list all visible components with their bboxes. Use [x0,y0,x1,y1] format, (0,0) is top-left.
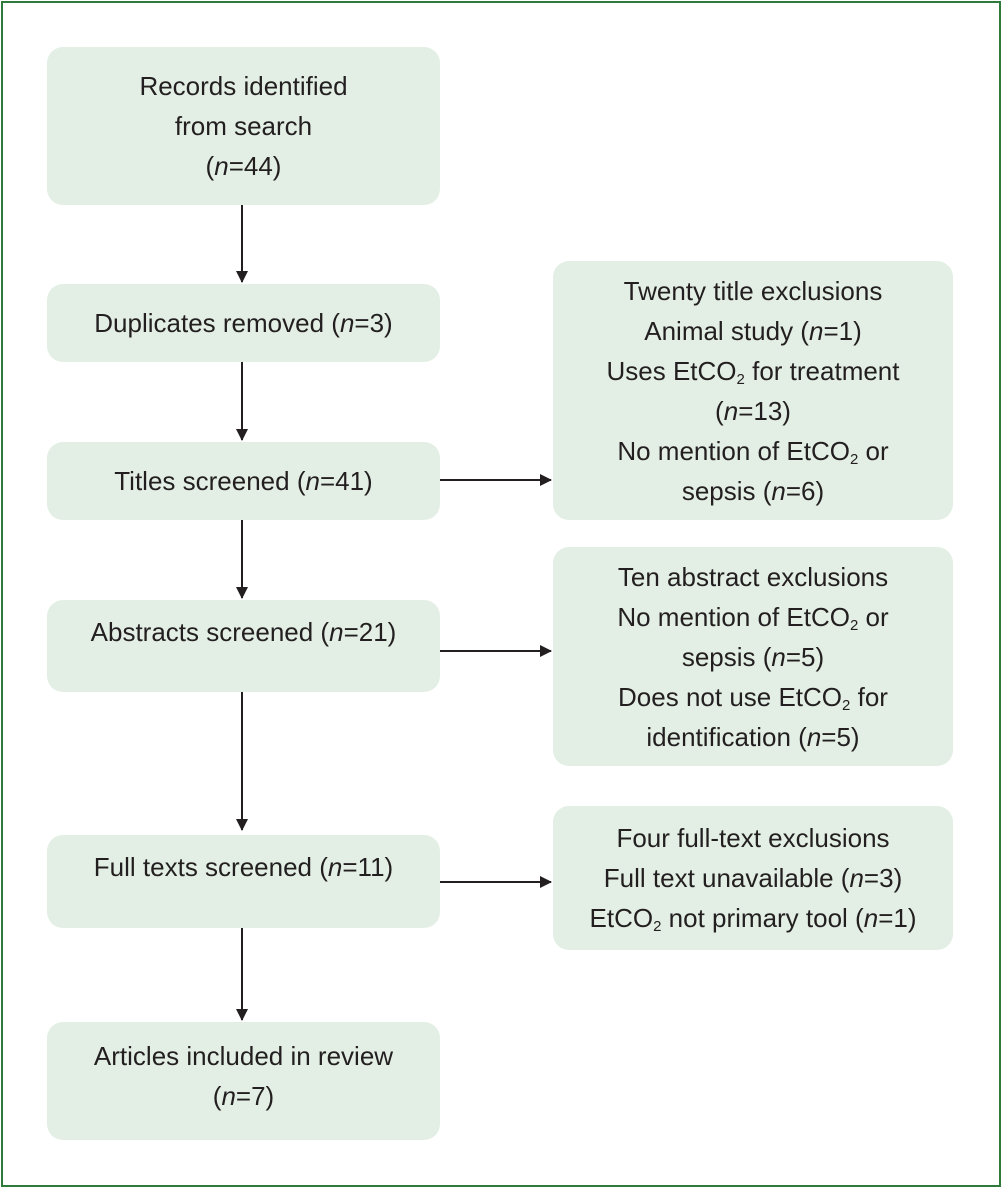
abstract-exclusion-identification: identification (n=5) [646,721,860,752]
duplicates-text: Duplicates removed (n=3) [94,308,393,338]
duplicates-removed-box: Duplicates removed (n=3) [47,284,440,362]
records-line1: Records identified [139,71,348,101]
records-line2: from search [174,111,313,141]
title-exclusion-treatment: Uses EtCO2 for treatment [606,355,900,388]
records-count: (n=44) [205,151,282,181]
fulltexts-text: Full texts screened (n=11) [93,852,394,882]
abstract-exclusion-nomention: No mention of EtCO2 or [617,601,889,634]
abstract-exclusions-heading: Ten abstract exclusions [617,561,889,592]
title-exclusions-box: Twenty title exclusions Animal study (n=… [553,261,953,520]
abstracts-screened-box: Abstracts screened (n=21) [47,600,440,692]
fulltext-exclusion-unavailable: Full text unavailable (n=3) [603,863,903,893]
records-identified-box: Records identified from search (n=44) [47,47,440,205]
articles-included-box: Articles included in review (n=7) [47,1022,440,1140]
fulltext-exclusion-primary: EtCO2 not primary tool (n=1) [589,903,917,935]
title-exclusion-animal: Animal study (n=1) [644,315,862,346]
title-exclusion-treatment-count: (n=13) [715,395,791,426]
included-count: (n=7) [212,1081,275,1111]
title-exclusions-heading: Twenty title exclusions [623,275,883,306]
titles-screened-box: Titles screened (n=41) [47,442,440,520]
included-line1: Articles included in review [93,1041,394,1071]
titles-text: Titles screened (n=41) [114,466,373,496]
abstracts-text: Abstracts screened (n=21) [90,617,397,647]
fulltext-exclusions-box: Four full-text exclusions Full text unav… [553,806,953,950]
title-exclusion-nomention: No mention of EtCO2 or [617,435,889,468]
fulltexts-screened-box: Full texts screened (n=11) [47,835,440,928]
abstract-exclusions-box: Ten abstract exclusions No mention of Et… [553,547,953,766]
abstract-exclusion-sepsis: sepsis (n=5) [681,641,825,672]
abstract-exclusion-notuse: Does not use EtCO2 for [618,681,888,714]
fulltext-exclusions-heading: Four full-text exclusions [616,823,890,853]
title-exclusion-sepsis: sepsis (n=6) [681,475,825,506]
